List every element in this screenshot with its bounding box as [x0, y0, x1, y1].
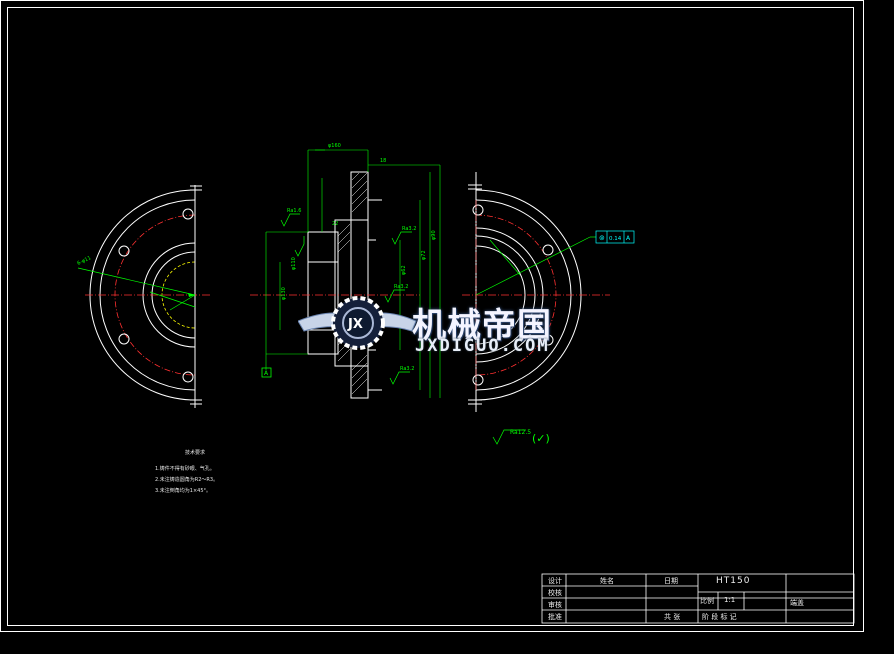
- right-half-view: [462, 172, 610, 412]
- tolerance-symbol: ⊚: [599, 234, 605, 242]
- roughness-general: Ra12.5: [510, 429, 531, 436]
- watermark-url: JXDIGUO.COM: [415, 336, 550, 356]
- tb-stage-label: 阶 段 标 记: [702, 613, 737, 621]
- watermark-logo-icon: JX: [298, 296, 417, 350]
- tb-date-label: 日期: [664, 577, 678, 585]
- watermark-title: 机械帝国: [412, 306, 552, 346]
- roughness-label: Ra3.2: [400, 366, 414, 372]
- tech-notes-title: 技术要求: [185, 450, 206, 456]
- tb-scale-value: 1:1: [724, 596, 736, 604]
- dim-label: 6-φ11: [76, 255, 92, 267]
- tb-name-label: 姓名: [600, 577, 614, 585]
- tb-part-name: 端盖: [790, 599, 804, 607]
- tb-scale-label: 比例: [700, 597, 714, 605]
- tb-material: HT150: [716, 576, 751, 586]
- roughness-label: Ra1.6: [287, 208, 301, 214]
- dim-label: φ130: [281, 287, 287, 300]
- dim-label: φ72: [421, 250, 427, 260]
- tech-note-line: 2.未注铸造圆角为R2～R3。: [155, 477, 219, 483]
- dim-label: 22: [332, 221, 338, 227]
- title-block-grid: [541, 573, 855, 624]
- tb-qty-label: 共 张: [664, 613, 681, 621]
- tb-label: 批准: [548, 613, 562, 621]
- section-view: [250, 149, 441, 399]
- dim-label: φ62: [401, 265, 407, 275]
- watermark-badge-text: JX: [347, 317, 363, 332]
- drawing-frame: [7, 7, 854, 626]
- dim-label: φ90: [431, 230, 437, 240]
- tolerance-value: 0.14: [609, 236, 622, 242]
- roughness-label: Ra3.2: [394, 284, 408, 290]
- roughness-other-note: (✓): [532, 432, 550, 445]
- dim-label: φ160: [328, 143, 341, 149]
- tb-label: 设计: [548, 577, 562, 585]
- tb-label: 审核: [548, 601, 562, 609]
- tech-note-line: 3.未注倒角均为1×45°。: [155, 488, 212, 494]
- dim-label: 18: [380, 158, 386, 164]
- tb-label: 校核: [548, 589, 562, 597]
- tech-note-line: 1.铸件不得有砂眼、气孔。: [155, 466, 215, 472]
- dim-label: φ110: [291, 257, 297, 270]
- tolerance-frame: ⊚ 0.14 A: [595, 230, 635, 244]
- datum-label: A: [264, 370, 269, 377]
- dimension-labels: φ160 18 φ130 φ110 φ90 φ72 φ62 6-φ11 22: [76, 143, 437, 300]
- tolerance-datum: A: [626, 235, 631, 242]
- roughness-marks: [280, 213, 526, 445]
- roughness-label: Ra3.2: [402, 226, 416, 232]
- left-half-view: [77, 185, 212, 408]
- drawing-sheet-border: [0, 0, 864, 632]
